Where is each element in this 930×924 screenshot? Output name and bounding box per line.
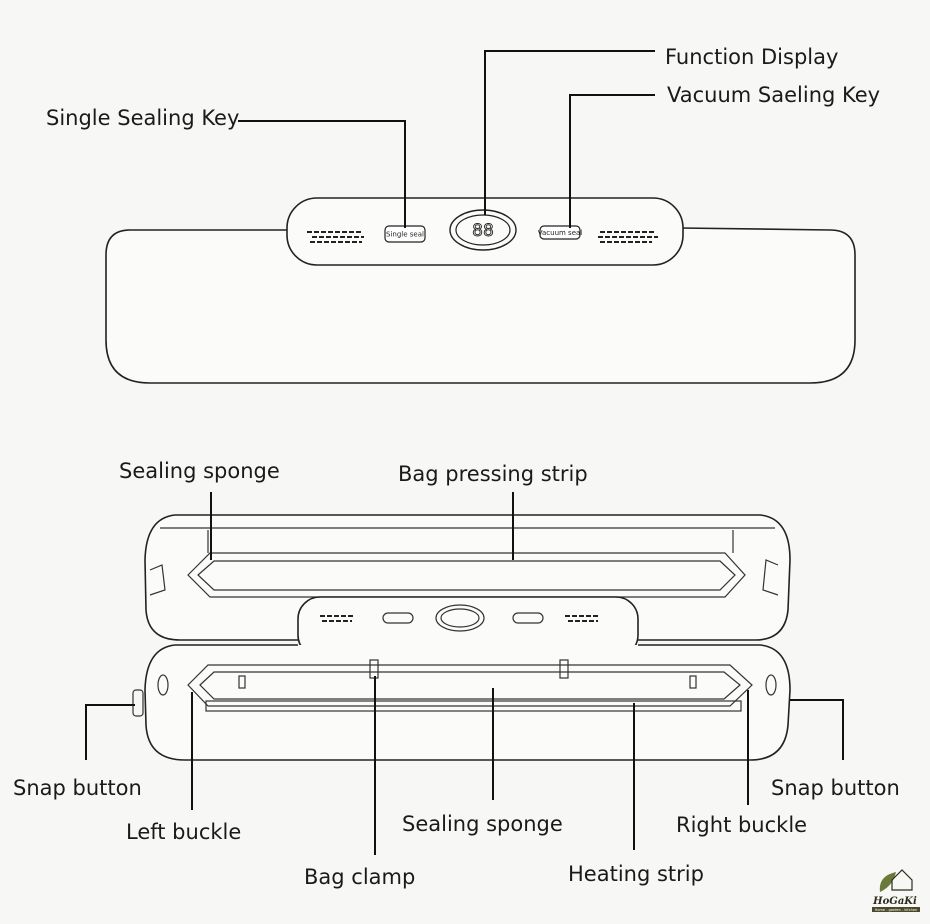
- label-sealing-sponge-bottom: Sealing sponge: [402, 812, 563, 836]
- logo-tagline: Home - garden - kitchen: [875, 908, 918, 912]
- label-snap-button-left: Snap button: [13, 776, 142, 800]
- device-body: [105, 227, 856, 384]
- leaf-icon: [879, 872, 896, 892]
- right-buckle: [765, 674, 777, 696]
- left-snap-hook: [149, 564, 166, 596]
- vacuum-seal-button[interactable]: Vacuum seal: [538, 225, 583, 240]
- single-seal-button[interactable]: Single seal: [384, 225, 426, 243]
- single-seal-label: Single seal: [386, 231, 424, 239]
- top-leader-lines: [238, 50, 655, 228]
- function-display: 88: [449, 209, 517, 251]
- vent-left-icon: [307, 231, 364, 243]
- label-snap-button-right: Snap button: [771, 776, 900, 800]
- label-bag-clamp: Bag clamp: [304, 865, 415, 889]
- logo-brand: HoGaKi: [872, 896, 917, 907]
- vent-right-icon: [598, 231, 658, 243]
- label-left-buckle: Left buckle: [126, 820, 241, 844]
- label-bag-pressing-strip: Bag pressing strip: [398, 462, 588, 486]
- label-function-display: Function Display: [665, 45, 838, 69]
- base: [144, 644, 791, 761]
- label-heating-strip: Heating strip: [568, 862, 704, 886]
- right-snap-hook: [762, 559, 779, 596]
- display-digits: 88: [472, 221, 494, 241]
- label-vacuum-sealing-key: Vacuum Saeling Key: [667, 83, 880, 107]
- snap-button-left[interactable]: [132, 689, 144, 717]
- left-buckle: [157, 674, 169, 696]
- label-right-buckle: Right buckle: [676, 813, 807, 837]
- bag-clamp-right: [559, 659, 569, 679]
- vacuum-seal-label: Vacuum seal: [538, 229, 583, 237]
- open-leader-lines: [85, 492, 844, 855]
- hogaki-logo: HoGaKi Home - garden - kitchen: [872, 869, 920, 912]
- sealing-sponge-base: [187, 664, 753, 707]
- label-sealing-sponge-top: Sealing sponge: [119, 459, 280, 483]
- top-view-device: Single seal 88 Vacuum seal: [105, 197, 856, 384]
- house-icon: [891, 869, 913, 891]
- heating-strip: [205, 700, 742, 712]
- label-single-sealing-key: Single Sealing Key: [46, 106, 239, 130]
- open-view-device: [132, 514, 791, 761]
